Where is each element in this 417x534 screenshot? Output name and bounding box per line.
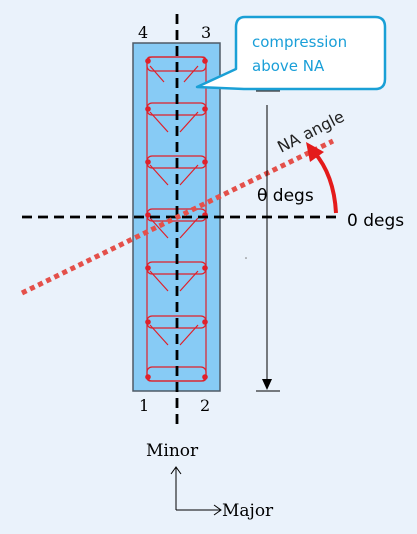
callout-box	[195, 15, 387, 91]
theta-arrowhead	[306, 142, 324, 162]
dot-mark	[245, 257, 247, 259]
rebar	[202, 374, 208, 380]
major-axis-label: Major	[222, 501, 274, 521]
neutral-axis-line	[20, 138, 335, 296]
minor-axis-label: Minor	[146, 441, 199, 461]
rebar	[202, 319, 208, 325]
legend-right-arrowhead	[213, 504, 222, 516]
zero-degrees-label: 0 degs	[347, 211, 404, 231]
corner-label-4: 4	[138, 23, 148, 42]
callout-line-2: above NA	[252, 57, 325, 75]
dimension-arrowhead	[262, 379, 272, 390]
rebar	[145, 58, 151, 64]
corner-label-3: 3	[201, 23, 211, 42]
rebar	[202, 58, 208, 64]
callout-line-1: compression	[252, 33, 347, 51]
theta-label: θ degs	[257, 186, 314, 206]
rebar	[145, 374, 151, 380]
rebar	[145, 319, 151, 325]
corner-label-2: 2	[200, 396, 210, 415]
rebar	[145, 106, 151, 112]
rebar	[145, 159, 151, 165]
legend-up-arrowhead	[170, 466, 182, 475]
rebar	[202, 159, 208, 165]
depth-dimension	[256, 90, 280, 392]
rebar	[145, 212, 151, 218]
rebar	[202, 106, 208, 112]
corner-label-1: 1	[139, 396, 149, 415]
tie-hooks	[149, 65, 199, 346]
rebars	[145, 58, 208, 380]
rebar	[145, 265, 151, 271]
rebar	[202, 265, 208, 271]
